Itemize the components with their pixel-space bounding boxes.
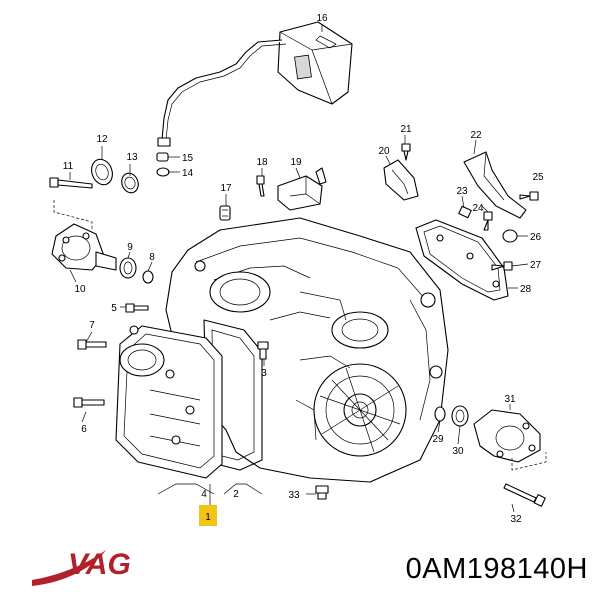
logo-text: VAG — [68, 548, 131, 581]
rod-11 — [49, 177, 93, 189]
leader-lines — [69, 24, 529, 513]
transmission-housing — [165, 217, 449, 483]
callout-15: 15 — [182, 153, 194, 164]
callout-17: 17 — [220, 183, 232, 194]
alignment-line-right — [511, 452, 547, 471]
bolt-23 — [458, 205, 472, 219]
side-cover-4 — [115, 325, 223, 479]
callout-7: 7 — [89, 320, 95, 331]
ring-13 — [121, 172, 139, 194]
vag-logo: VAG — [32, 548, 131, 586]
bushing-26 — [502, 229, 518, 243]
callout-26: 26 — [530, 232, 542, 243]
ring-29 — [434, 406, 446, 422]
callout-16: 16 — [316, 13, 328, 24]
callout-27: 27 — [530, 260, 542, 271]
callout-14: 14 — [182, 168, 194, 179]
callout-29: 29 — [432, 434, 444, 445]
bolt-6 — [73, 397, 105, 408]
callout-9: 9 — [127, 242, 133, 253]
callout-23: 23 — [456, 186, 468, 197]
bracket-22 — [463, 151, 527, 219]
callout-21: 21 — [400, 124, 412, 135]
callout-8: 8 — [149, 252, 155, 263]
bolt-5 — [125, 303, 149, 313]
control-unit-16 — [157, 21, 353, 147]
bolt-21 — [401, 143, 411, 161]
callout-24: 24 — [472, 203, 484, 214]
callout-10: 10 — [74, 284, 86, 295]
bracket-19 — [277, 167, 327, 211]
seal-12 — [91, 158, 113, 186]
callout-6: 6 — [81, 424, 87, 435]
callout-5: 5 — [111, 303, 117, 314]
pin-3 — [257, 341, 269, 360]
callout-3: 3 — [261, 368, 267, 379]
callout-25: 25 — [532, 172, 544, 183]
bolt-18 — [256, 175, 265, 197]
flange-31 — [473, 409, 541, 463]
ring-8 — [142, 270, 154, 284]
callout-28: 28 — [520, 284, 532, 295]
plug-15 — [156, 152, 169, 162]
alignment-line — [53, 200, 93, 230]
cover-28 — [415, 219, 509, 301]
callout-1-highlight — [199, 505, 217, 526]
plug-14 — [156, 167, 170, 177]
callout-30: 30 — [452, 446, 464, 457]
callout-18: 18 — [256, 157, 268, 168]
callout-13: 13 — [126, 152, 138, 163]
callout-2: 2 — [233, 489, 239, 500]
callout-20: 20 — [378, 146, 390, 157]
callout-4: 4 — [201, 489, 207, 500]
callout-22: 22 — [470, 130, 482, 141]
bolt-25 — [519, 191, 539, 201]
callout-33: 33 — [288, 490, 300, 501]
callout-32: 32 — [510, 514, 522, 525]
clip-17 — [219, 205, 231, 221]
seal-30 — [451, 405, 469, 427]
bolt-24 — [483, 211, 493, 231]
bolt-27 — [491, 261, 513, 271]
callout-12: 12 — [96, 134, 108, 145]
logo-swoosh — [32, 550, 106, 586]
plug-33 — [315, 485, 329, 500]
flange-10 — [51, 223, 117, 271]
bolt-7 — [77, 339, 107, 350]
callout-19: 19 — [290, 157, 302, 168]
callout-labels: 16 12 13 15 14 11 17 18 19 20 21 22 23 2… — [63, 13, 544, 525]
bracket-20 — [383, 159, 419, 201]
callout-11: 11 — [63, 161, 74, 172]
part-number: 0AM198140H — [405, 553, 588, 585]
callout-1: 1 — [205, 512, 211, 523]
callout-31: 31 — [504, 394, 516, 405]
seal-9 — [119, 257, 137, 279]
bolt-32 — [503, 483, 546, 507]
